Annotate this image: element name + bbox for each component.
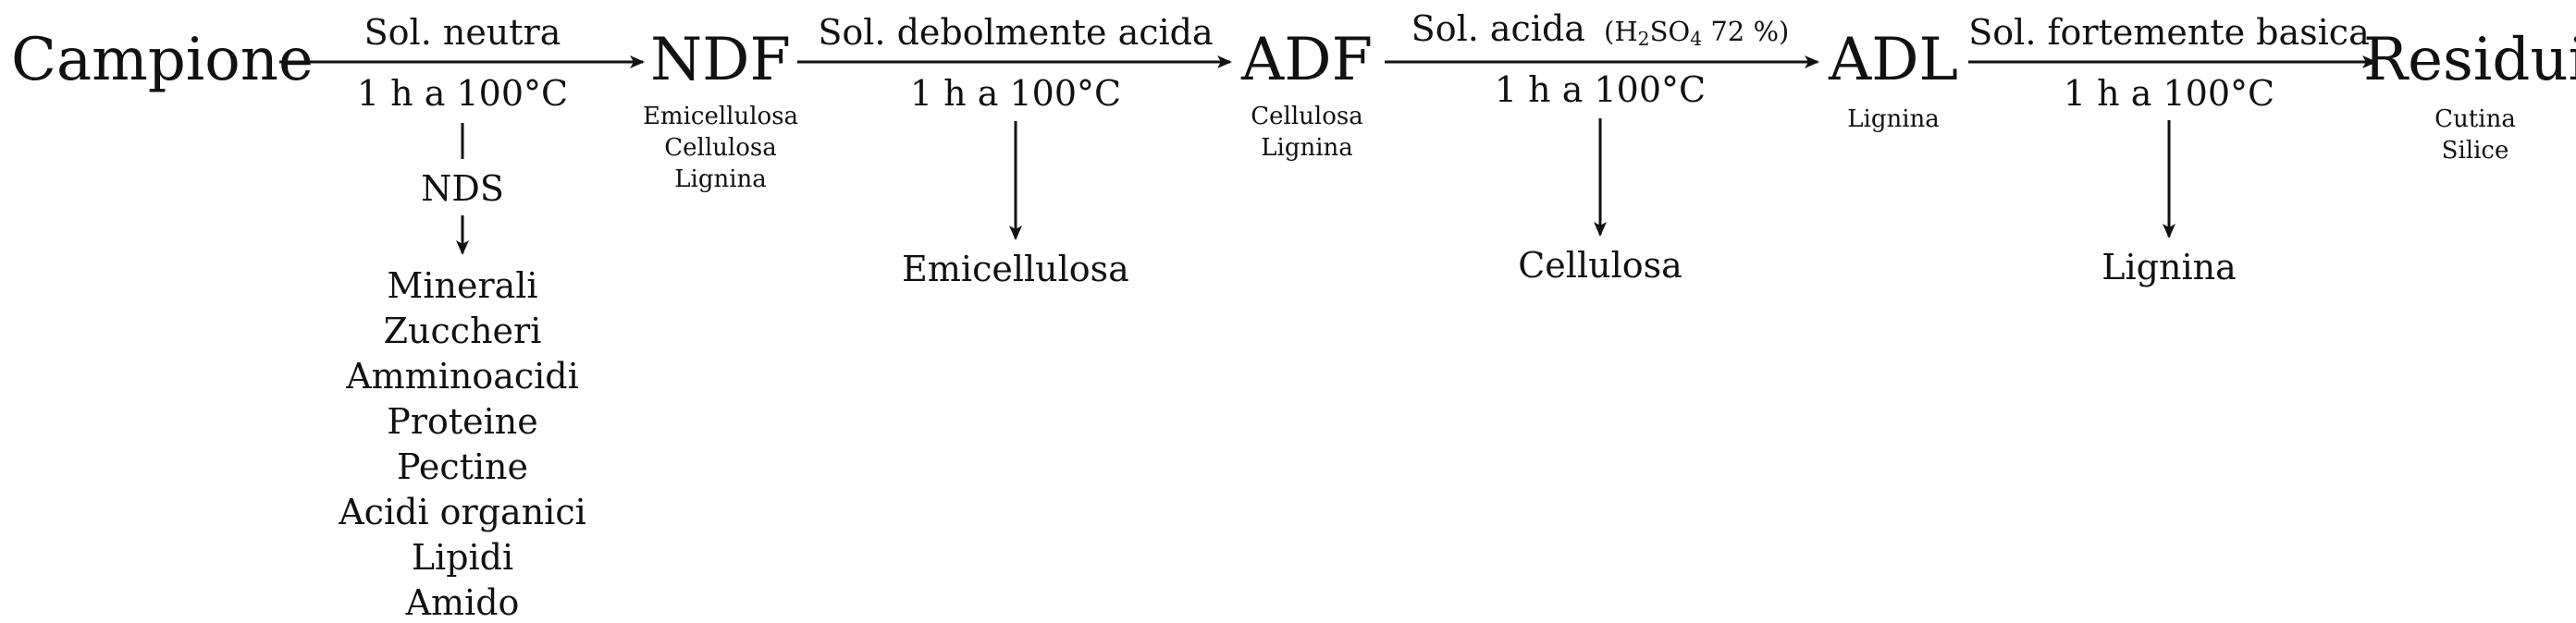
node-adl: ADL: [1828, 26, 1959, 94]
step3-reagent: Sol. acida: [1411, 8, 1585, 49]
nds-item: Zuccheri: [383, 311, 542, 351]
step1-condition: 1 h a 100°C: [356, 73, 569, 114]
node-residui: Residui: [2362, 26, 2576, 94]
removed-step3: Cellulosa: [1518, 245, 1682, 286]
step3-reagent-detail: (H2SO4 72 %): [1604, 16, 1790, 51]
step4-condition: 1 h a 100°C: [2063, 73, 2275, 114]
step2-reagent: Sol. debolmente acida: [818, 12, 1214, 53]
nds-item: Lipidi: [411, 537, 514, 578]
nds-item: Minerali: [387, 265, 538, 306]
ndf-component: Lignina: [674, 165, 767, 193]
nds-item: Amido: [405, 582, 520, 623]
step4-reagent: Sol. fortemente basica: [1968, 12, 2370, 53]
removed-step4: Lignina: [2101, 247, 2237, 287]
step2-condition: 1 h a 100°C: [909, 73, 1122, 114]
node-campione: Campione: [11, 26, 314, 94]
step3-reagent-line: Sol. acida (H2SO4 72 %): [1411, 11, 1790, 48]
removed-step2: Emicellulosa: [902, 249, 1129, 289]
ndf-component: Emicellulosa: [642, 103, 799, 130]
adf-component: Lignina: [1261, 134, 1353, 162]
nds-item: Acidi organici: [339, 492, 586, 532]
nds-item: Amminoacidi: [346, 356, 579, 397]
node-adf: ADF: [1241, 26, 1373, 94]
nds-item: Pectine: [396, 446, 529, 487]
node-ndf: NDF: [650, 26, 791, 94]
ndf-component: Cellulosa: [664, 134, 777, 162]
residui-component: Silice: [2441, 137, 2509, 165]
residui-component: Cutina: [2434, 105, 2516, 133]
nds-label: NDS: [421, 168, 504, 209]
step1-reagent: Sol. neutra: [364, 12, 561, 53]
step3-condition: 1 h a 100°C: [1494, 69, 1707, 110]
adf-component: Cellulosa: [1251, 103, 1363, 130]
adl-component: Lignina: [1847, 105, 1940, 133]
nds-item: Proteine: [387, 401, 538, 442]
